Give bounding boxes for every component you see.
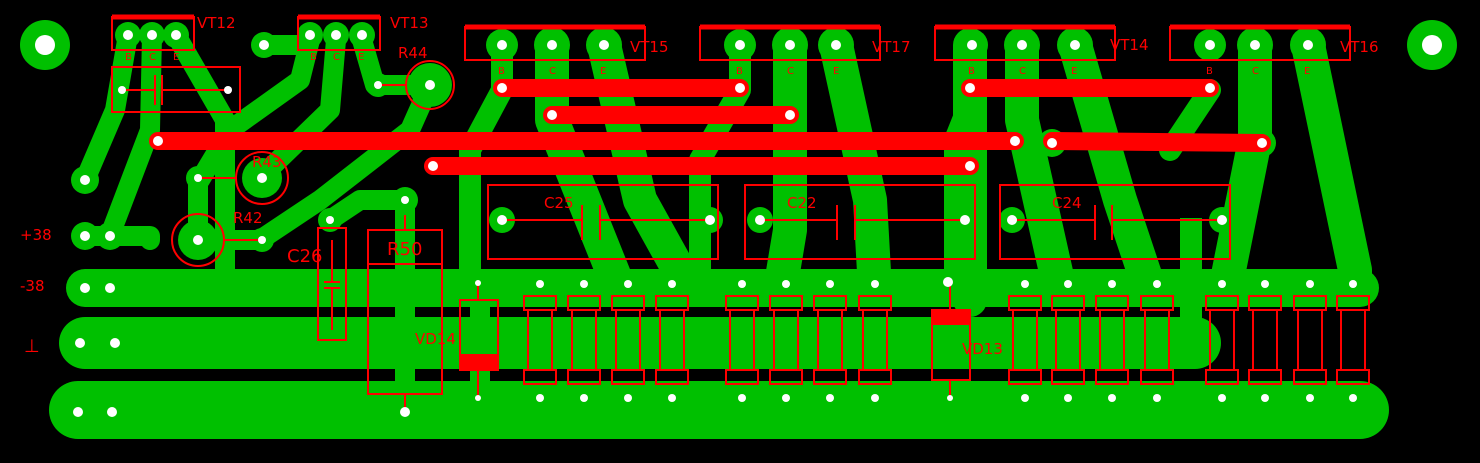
bank-hole-bottom (536, 394, 544, 402)
bank-resistor-cap-bottom (1205, 369, 1239, 385)
bank-resistor-cap-bottom (1051, 369, 1085, 385)
bank-resistor-cap-bottom (567, 369, 601, 385)
bank-hole-top (1261, 280, 1269, 288)
label-vd14: VD14 (415, 330, 456, 348)
pin-b-vt16: B (1206, 66, 1213, 77)
bank-hole-top (1153, 280, 1161, 288)
bank-resistor-cap-bottom (1095, 369, 1129, 385)
bank-hole-bottom (624, 394, 632, 402)
silkscreen-layer (111, 14, 1351, 408)
bank-resistor-cap-bottom (1140, 369, 1174, 385)
bank-resistor-cap-bottom (725, 369, 759, 385)
bank-hole-bottom (738, 394, 746, 402)
label-ground: ⊥ (24, 336, 40, 357)
bank-hole-top (668, 280, 676, 288)
bank-resistor-cap-bottom (858, 369, 892, 385)
bank-hole-top (782, 280, 790, 288)
bank-hole-bottom (871, 394, 879, 402)
label-r43: R43 (252, 153, 282, 171)
pin-e-vt14: E (1071, 66, 1077, 77)
bank-hole-bottom (1306, 394, 1314, 402)
label-c25: C25 (544, 194, 574, 212)
bank-hole-top (1064, 280, 1072, 288)
bank-resistor-cap-bottom (611, 369, 645, 385)
label-r50: R50 (387, 239, 422, 260)
pin-b-vt14: B (968, 66, 975, 77)
label-c24: C24 (1052, 194, 1082, 212)
pin-e-vt12: E (173, 52, 179, 63)
pin-e-vt15: E (600, 66, 606, 77)
label-vt14: VT14 (1110, 36, 1149, 54)
label-plus38: +38 (20, 226, 52, 244)
bank-resistor-cap-bottom (655, 369, 689, 385)
pin-e-vt13: E (358, 52, 364, 63)
bank-hole-bottom (1021, 394, 1029, 402)
pin-c-vt12: C (149, 52, 156, 63)
bank-resistor-cap-bottom (1293, 369, 1327, 385)
bank-resistor-cap-bottom (769, 369, 803, 385)
bank-resistor-cap-bottom (1248, 369, 1282, 385)
bank-hole-bottom (1153, 394, 1161, 402)
bank-resistor-cap-bottom (523, 369, 557, 385)
pin-e-vt16: E (1304, 66, 1310, 77)
label-vt17: VT17 (872, 38, 911, 56)
bank-hole-top (624, 280, 632, 288)
label-vt13: VT13 (390, 14, 429, 32)
pin-c-vt13: C (333, 52, 340, 63)
pin-c-vt15: C (549, 66, 556, 77)
top-layer-jumpers (149, 79, 1271, 175)
bank-hole-top (826, 280, 834, 288)
pin-b-vt12: B (125, 52, 132, 63)
label-vd13: VD13 (962, 340, 1003, 358)
label-minus38: -38 (20, 277, 45, 295)
bank-hole-bottom (1349, 394, 1357, 402)
bank-hole-top (1021, 280, 1029, 288)
pin-b-vt17: B (736, 66, 743, 77)
bank-hole-bottom (1261, 394, 1269, 402)
bank-hole-top (1349, 280, 1357, 288)
label-vt16: VT16 (1340, 38, 1379, 56)
bank-hole-top (1306, 280, 1314, 288)
pin-e-vt17: E (833, 66, 839, 77)
bank-hole-bottom (782, 394, 790, 402)
bank-hole-bottom (826, 394, 834, 402)
pin-b-vt13: B (310, 52, 317, 63)
bank-hole-top (1218, 280, 1226, 288)
bank-hole-top (871, 280, 879, 288)
bank-hole-bottom (580, 394, 588, 402)
pin-b-vt15: B (498, 66, 505, 77)
bank-hole-bottom (1064, 394, 1072, 402)
bank-resistor-cap-bottom (813, 369, 847, 385)
label-c26: C26 (287, 246, 322, 267)
pin-c-vt14: C (1019, 66, 1026, 77)
label-vt12: VT12 (197, 14, 236, 32)
bank-hole-top (1108, 280, 1116, 288)
bank-hole-top (536, 280, 544, 288)
emitter-resistor-bank (523, 273, 1370, 410)
bank-hole-bottom (1108, 394, 1116, 402)
bank-resistor-cap-bottom (1008, 369, 1042, 385)
bank-hole-top (738, 280, 746, 288)
label-vt15: VT15 (630, 38, 669, 56)
label-c22: C22 (787, 194, 817, 212)
label-r42: R42 (233, 209, 263, 227)
bank-hole-bottom (668, 394, 676, 402)
label-r44: R44 (398, 44, 428, 62)
bank-resistor-cap-bottom (1336, 369, 1370, 385)
bank-hole-top (580, 280, 588, 288)
drill-holes (35, 30, 1442, 417)
pin-c-vt16: C (1252, 66, 1259, 77)
pin-c-vt17: C (787, 66, 794, 77)
bank-hole-bottom (1218, 394, 1226, 402)
